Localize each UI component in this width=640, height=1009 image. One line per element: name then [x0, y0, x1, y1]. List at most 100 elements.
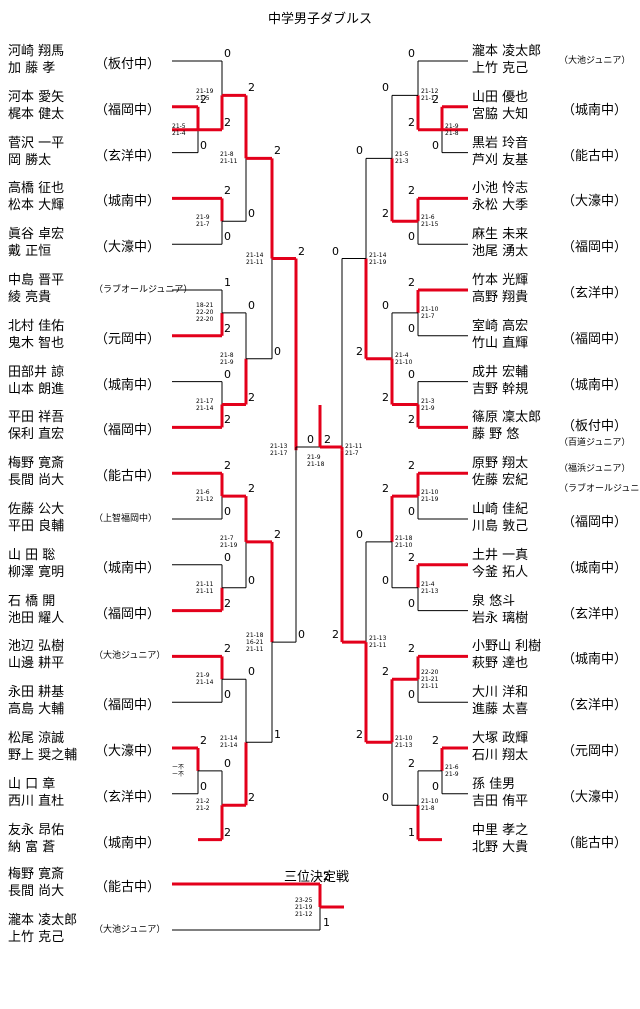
school-name: （ラブオールジュニア） [559, 484, 640, 495]
player-name: 加 藤 孝 [8, 61, 56, 76]
set-score: 21-15 [421, 221, 439, 229]
school-name: （元岡中） [562, 744, 628, 759]
school-name: （城南中） [562, 560, 628, 576]
set-score: 21-6 [421, 214, 435, 222]
set-score: 21-9 [421, 404, 435, 412]
set-score: 23-25 [295, 897, 313, 904]
player-name: 高野 翔貴 [472, 290, 529, 305]
player-name: 松尾 涼誠 [8, 731, 65, 746]
player-name: 山 田 聡 [8, 547, 56, 563]
player-name: 平田 良輔 [8, 519, 65, 534]
school-name: （元岡中） [95, 331, 161, 347]
game-score: 0 [224, 230, 231, 244]
player-name: 梅野 寛斎 [8, 456, 65, 472]
game-score: 0 [408, 367, 415, 381]
school-name: （能古中） [562, 835, 628, 851]
player-name: 石 橋 開 [8, 593, 56, 609]
game-score: 0 [408, 688, 415, 702]
player-name: 成井 宏輔 [472, 364, 529, 380]
school-name: （板付中） [95, 57, 161, 72]
set-score: 21-7 [345, 450, 359, 458]
game-score: 0 [408, 596, 415, 610]
set-score: 21-19 [295, 904, 313, 911]
set-score: 21-8 [421, 805, 435, 813]
player-name: 平田 祥吾 [8, 410, 65, 426]
player-name: 高島 大輔 [8, 702, 65, 718]
player-name: 土井 一真 [472, 547, 529, 563]
player-name: 長間 尚大 [8, 884, 65, 899]
school-name: （玄洋中） [562, 286, 628, 301]
school-name: （城南中） [562, 377, 628, 393]
player-name: 藤 野 悠 [472, 427, 520, 443]
set-score: 21-11 [196, 580, 214, 588]
set-score: 22-20 [196, 309, 214, 317]
set-score: 21-7 [196, 221, 210, 229]
final-score: 2 [324, 433, 331, 446]
player-name: 山 口 章 [8, 776, 56, 792]
set-score: 21-6 [196, 489, 210, 497]
player-name: 小野山 利樹 [472, 639, 542, 655]
set-score: 21-5 [196, 95, 210, 103]
player-name: 上竹 克己 [472, 61, 529, 76]
set-score: 21-18 [246, 631, 264, 639]
set-score: 16-21 [246, 638, 264, 646]
school-name: （百道ジュニア） [559, 438, 631, 449]
player-name: 孫 佳男 [472, 776, 516, 792]
player-name: 河崎 翔馬 [8, 44, 65, 59]
player-name: 麻生 未来 [472, 227, 529, 243]
game-score: 0 [356, 527, 363, 541]
set-score: 21-10 [421, 489, 439, 497]
set-score: 21-11 [246, 258, 264, 266]
game-score: 2 [200, 734, 207, 747]
third-place-label: 三位決定戦 [284, 870, 350, 885]
player-name: 山田 優也 [472, 89, 529, 105]
school-name: （能古中） [562, 148, 628, 164]
game-score: 2 [356, 728, 363, 742]
game-score: 0 [200, 779, 207, 793]
game-score: 0 [408, 505, 415, 518]
game-score: 2 [224, 321, 231, 335]
player-name: 池辺 弘樹 [8, 639, 65, 655]
set-score: 21-10 [421, 305, 439, 313]
set-score: 21-9 [220, 358, 234, 366]
school-name: （板付中） [562, 419, 628, 435]
game-score: 0 [248, 298, 255, 312]
game-score: 0 [200, 138, 207, 152]
game-score: 0 [224, 756, 231, 770]
player-name: 池尾 湧太 [472, 244, 529, 260]
player-name: 野上 奨之輔 [8, 748, 78, 763]
game-score: 2 [408, 413, 415, 427]
school-name: （城南中） [562, 102, 628, 118]
set-score: 18-21 [196, 302, 214, 310]
set-score: 21-3 [421, 397, 435, 405]
player-name: 室崎 高宏 [472, 318, 529, 334]
set-score: 21-11 [345, 443, 363, 451]
game-score: 0 [382, 298, 389, 312]
set-score: 21-11 [196, 587, 214, 595]
player-name: 佐藤 宏紀 [472, 473, 529, 489]
set-score: 21-21 [421, 675, 439, 683]
final-score: 0 [307, 433, 314, 446]
game-score: 2 [356, 344, 363, 358]
player-name: 瀧本 凌太郎 [8, 913, 78, 928]
player-name: 松本 大輝 [8, 198, 65, 214]
player-name: 岩永 璃樹 [472, 610, 529, 626]
set-score: 21-4 [421, 580, 435, 588]
player-name: 泉 悠斗 [472, 593, 516, 609]
set-score: 21-11 [421, 682, 439, 690]
set-score: ー不 [172, 763, 185, 771]
player-name: 川島 敦己 [472, 519, 529, 534]
game-score: 2 [248, 390, 255, 404]
player-name: 友永 昂佑 [8, 822, 65, 838]
set-score: 21-14 [196, 679, 214, 687]
page-title: 中学男子ダブルス [267, 12, 372, 27]
school-name: （福岡中） [562, 240, 628, 256]
game-score: 0 [248, 207, 255, 221]
set-score: 21-14 [369, 251, 387, 259]
set-score: 21-2 [196, 798, 210, 806]
player-name: 保利 直宏 [8, 427, 65, 443]
player-name: 菅沢 一平 [8, 135, 65, 151]
game-score: 0 [224, 505, 231, 518]
game-score: 2 [274, 527, 281, 541]
